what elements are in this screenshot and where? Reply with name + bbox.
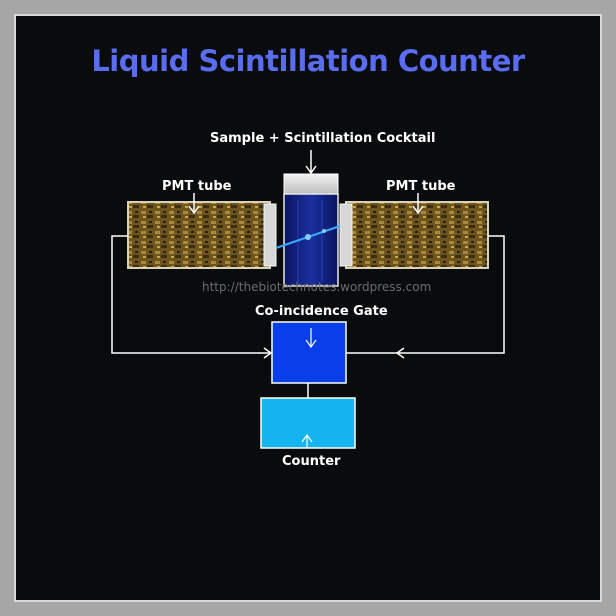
counter-label: Counter [282,454,341,469]
sample-arrow [305,150,317,175]
sample-label: Sample + Scintillation Cocktail [210,131,436,146]
pmt-tube-right [339,201,489,269]
watermark-text: http://thebiotechnotes.wordpress.com [202,280,432,294]
gate-label: Co-incidence Gate [255,304,388,319]
pmt-left-arrow [188,193,200,215]
diagram-title: Liquid Scintillation Counter [91,44,525,78]
pmt-right-label: PMT tube [386,179,456,194]
coincidence-gate-box [271,321,347,384]
pmt-right-arrow [412,193,424,215]
sample-vial [283,173,339,287]
light-beam [275,225,341,249]
counter-box [260,397,356,449]
pmt-left-label: PMT tube [162,179,232,194]
signal-lines [111,235,505,398]
pmt-tube-left [127,201,277,269]
